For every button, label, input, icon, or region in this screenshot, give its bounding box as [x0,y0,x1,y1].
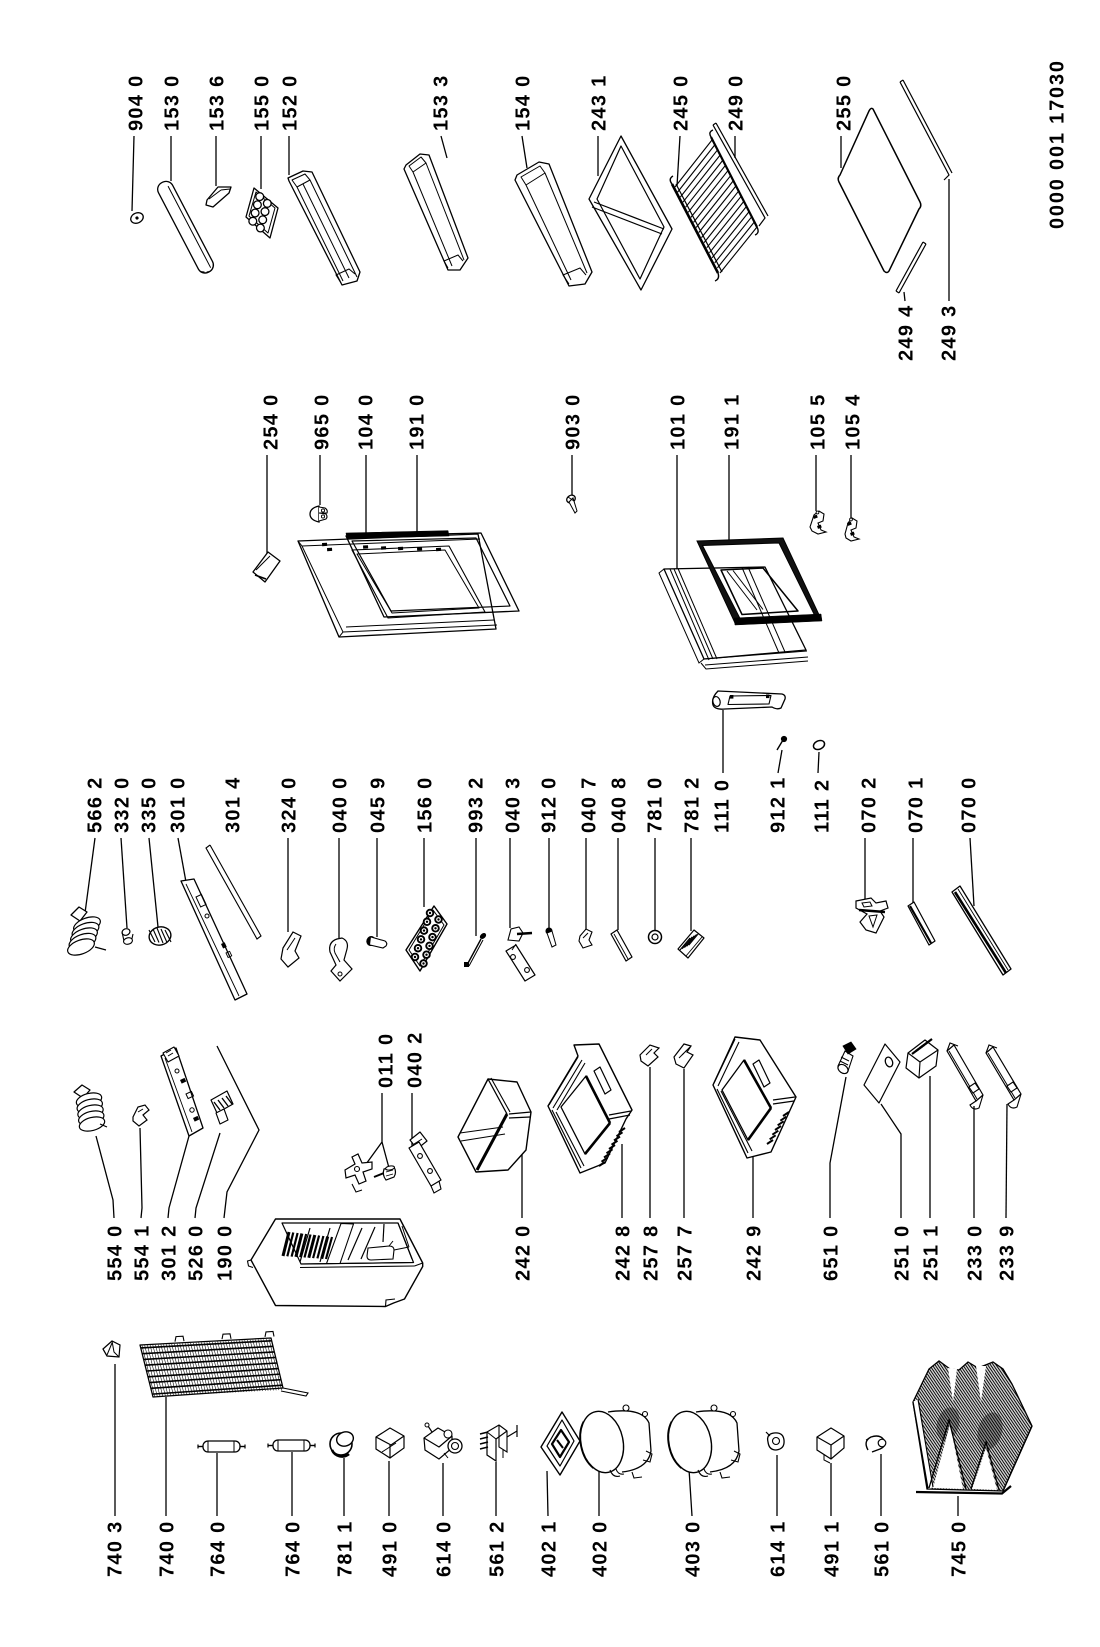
svg-text:764 0: 764 0 [207,1520,229,1577]
svg-text:249 0: 249 0 [725,74,747,131]
svg-text:566 2: 566 2 [84,776,106,833]
svg-text:070 1: 070 1 [905,776,927,833]
svg-text:491 1: 491 1 [821,1520,843,1577]
svg-text:781 1: 781 1 [334,1520,356,1577]
svg-text:301 2: 301 2 [158,1224,180,1281]
svg-text:255 0: 255 0 [833,74,855,131]
svg-text:903 0: 903 0 [562,393,584,450]
svg-text:249 3: 249 3 [938,304,960,361]
svg-text:257 7: 257 7 [674,1224,696,1281]
svg-text:242 0: 242 0 [512,1224,534,1281]
svg-text:191 1: 191 1 [721,393,743,450]
svg-text:155 0: 155 0 [251,74,273,131]
svg-text:242 8: 242 8 [612,1224,634,1281]
svg-text:554 1: 554 1 [131,1224,153,1281]
svg-text:251 0: 251 0 [891,1224,913,1281]
svg-text:301 4: 301 4 [222,776,244,833]
svg-text:011 0: 011 0 [375,1033,397,1088]
svg-text:154 0: 154 0 [512,74,534,131]
svg-text:764 0: 764 0 [282,1520,304,1577]
svg-text:904 0: 904 0 [125,74,147,131]
svg-text:191 0: 191 0 [406,393,428,450]
svg-text:104 0: 104 0 [355,393,377,450]
svg-text:912 0: 912 0 [538,776,560,833]
svg-text:491 0: 491 0 [379,1520,401,1577]
svg-text:526 0: 526 0 [185,1224,207,1281]
svg-text:233 9: 233 9 [996,1224,1018,1281]
svg-text:251 1: 251 1 [920,1224,942,1281]
svg-text:101 0: 101 0 [667,393,689,450]
svg-text:242 9: 242 9 [743,1224,765,1281]
svg-text:254 0: 254 0 [260,393,282,450]
svg-text:324 0: 324 0 [278,776,300,833]
svg-text:745 0: 745 0 [948,1520,970,1577]
svg-text:332 0: 332 0 [111,776,133,833]
svg-text:740 3: 740 3 [104,1520,126,1577]
svg-text:243 1: 243 1 [588,74,610,131]
svg-text:040 7: 040 7 [578,776,600,833]
svg-text:249 4: 249 4 [895,304,917,361]
svg-text:740 0: 740 0 [156,1520,178,1577]
svg-text:0000 001 17030: 0000 001 17030 [1046,59,1068,229]
svg-text:245 0: 245 0 [670,74,692,131]
svg-text:402 0: 402 0 [589,1520,611,1577]
svg-text:233 0: 233 0 [964,1224,986,1281]
svg-text:651 0: 651 0 [820,1224,842,1281]
svg-text:045 9: 045 9 [367,776,389,833]
svg-text:153 6: 153 6 [206,74,228,131]
svg-text:156 0: 156 0 [414,776,436,833]
svg-text:105 5: 105 5 [807,393,829,450]
svg-text:403 0: 403 0 [682,1520,704,1577]
svg-text:912 1: 912 1 [767,776,789,833]
svg-text:257 8: 257 8 [640,1224,662,1281]
svg-text:561 2: 561 2 [486,1520,508,1577]
svg-text:614 1: 614 1 [767,1520,789,1577]
svg-text:070 0: 070 0 [958,776,980,833]
svg-text:111 0: 111 0 [711,779,733,833]
svg-text:040 0: 040 0 [329,776,351,833]
svg-text:105 4: 105 4 [842,393,864,450]
svg-text:781 2: 781 2 [681,776,703,833]
svg-text:554 0: 554 0 [104,1224,126,1281]
svg-text:040 3: 040 3 [502,776,524,833]
svg-text:561 0: 561 0 [871,1520,893,1577]
svg-text:152 0: 152 0 [279,74,301,131]
svg-text:781 0: 781 0 [644,776,666,833]
svg-text:335 0: 335 0 [138,776,160,833]
svg-text:190 0: 190 0 [214,1224,236,1281]
svg-text:111 2: 111 2 [811,779,833,833]
svg-text:965 0: 965 0 [311,393,333,450]
svg-text:993 2: 993 2 [465,776,487,833]
svg-text:070 2: 070 2 [858,776,880,833]
svg-text:614 0: 614 0 [433,1520,455,1577]
svg-text:040 2: 040 2 [404,1031,426,1088]
svg-text:153 3: 153 3 [430,74,452,131]
svg-text:301 0: 301 0 [167,776,189,833]
svg-text:402 1: 402 1 [538,1520,560,1577]
svg-text:040 8: 040 8 [608,776,630,833]
svg-text:153 0: 153 0 [161,74,183,131]
